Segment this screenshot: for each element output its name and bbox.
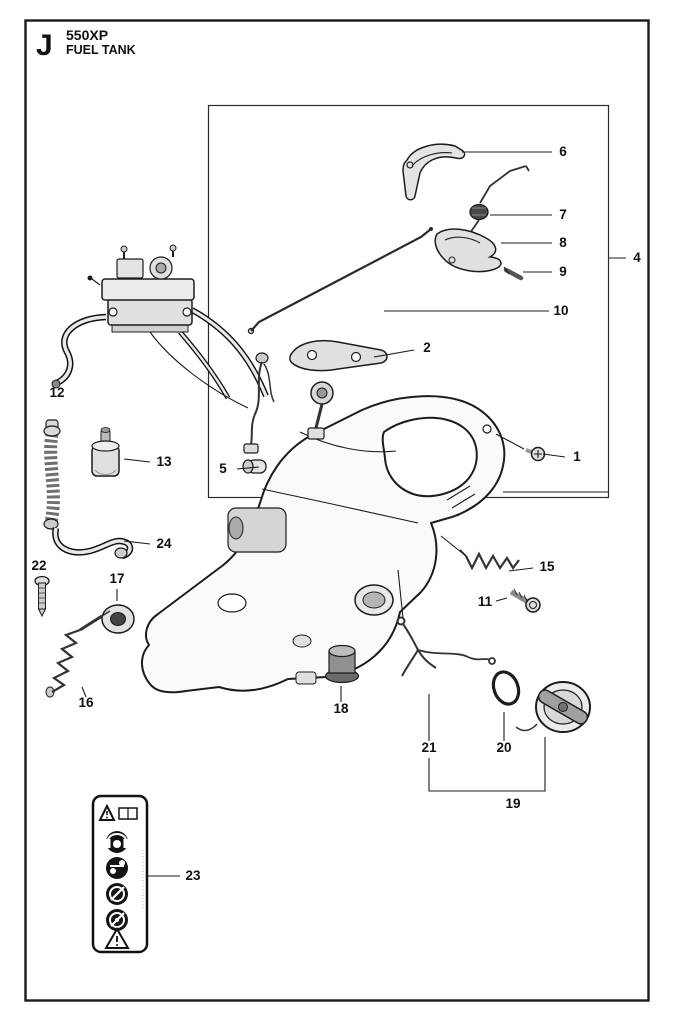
page-border [24, 19, 650, 1002]
callout-6: 6 [559, 144, 567, 159]
ear-protection-icon [106, 831, 128, 853]
screw-boss [482, 424, 492, 434]
callout-4: 4 [633, 250, 641, 265]
throttle-trigger-6 [402, 143, 466, 201]
wire-harness [243, 352, 275, 454]
callout-23: 23 [185, 868, 201, 883]
throttle-rod-10 [247, 227, 433, 335]
carburetor [87, 244, 269, 409]
cap-7 [469, 165, 530, 234]
pin-9 [503, 266, 524, 281]
throttle-lockout-8 [434, 228, 502, 273]
cable-bracket-2 [289, 339, 388, 372]
callout-18: 18 [333, 701, 349, 716]
spring-screw-16 [45, 610, 111, 698]
bushing-5 [242, 459, 267, 474]
callout-13: 13 [156, 454, 172, 469]
fuel-tank-body [141, 395, 506, 694]
o-ring-20 [491, 670, 521, 706]
fuel-hose-12 [51, 313, 107, 389]
spring-15 [459, 549, 520, 571]
callout-9: 9 [559, 264, 567, 279]
callout-8: 8 [559, 235, 567, 250]
callout-20: 20 [496, 740, 511, 755]
section-letter: J [36, 29, 53, 62]
corrugated-hose [43, 419, 61, 530]
callout-17: 17 [109, 571, 124, 586]
callout-16: 16 [78, 695, 94, 710]
screw-22 [34, 575, 50, 618]
retainer-clip-21 [396, 616, 496, 677]
connector-boot [307, 381, 334, 440]
handle-opening [381, 416, 478, 498]
callout-1: 1 [573, 449, 581, 464]
fuel-hose-24 [52, 527, 134, 560]
callout-21: 21 [421, 740, 437, 755]
callout-5: 5 [219, 461, 227, 476]
diagram-header: J 550XP FUEL TANK [36, 27, 136, 62]
warning-triangle-icon [104, 927, 130, 949]
bracket-19 [428, 737, 546, 792]
callout-10: 10 [553, 303, 568, 318]
warning-sticker-23 [91, 794, 149, 954]
bushing-18 [324, 644, 360, 684]
page-title: FUEL TANK [66, 43, 136, 57]
prohibition-icon-1 [106, 883, 128, 905]
leader-lines [81, 151, 626, 877]
read-manual-icon [98, 803, 138, 821]
prohibition-icon-2 [106, 909, 128, 931]
fuel-filter-13 [91, 427, 120, 477]
wire-link-7 [479, 165, 527, 204]
callout-2: 2 [423, 340, 431, 355]
screw-1 [525, 446, 546, 462]
fuel-cap-19 [515, 681, 591, 733]
callout-12: 12 [49, 385, 64, 400]
callout-11: 11 [478, 594, 493, 609]
callout-24: 24 [156, 536, 172, 551]
two-hand-grip-icon [106, 857, 128, 879]
grommet-17 [101, 604, 135, 634]
screw-11 [509, 588, 541, 613]
callout-15: 15 [539, 559, 555, 574]
callout-22: 22 [31, 558, 46, 573]
callout-labels: 6 7 8 9 4 10 2 1 5 12 13 24 22 17 15 11 … [31, 144, 641, 883]
callout-7: 7 [559, 207, 567, 222]
callout-19: 19 [505, 796, 520, 811]
model-label: 550XP [66, 27, 108, 43]
